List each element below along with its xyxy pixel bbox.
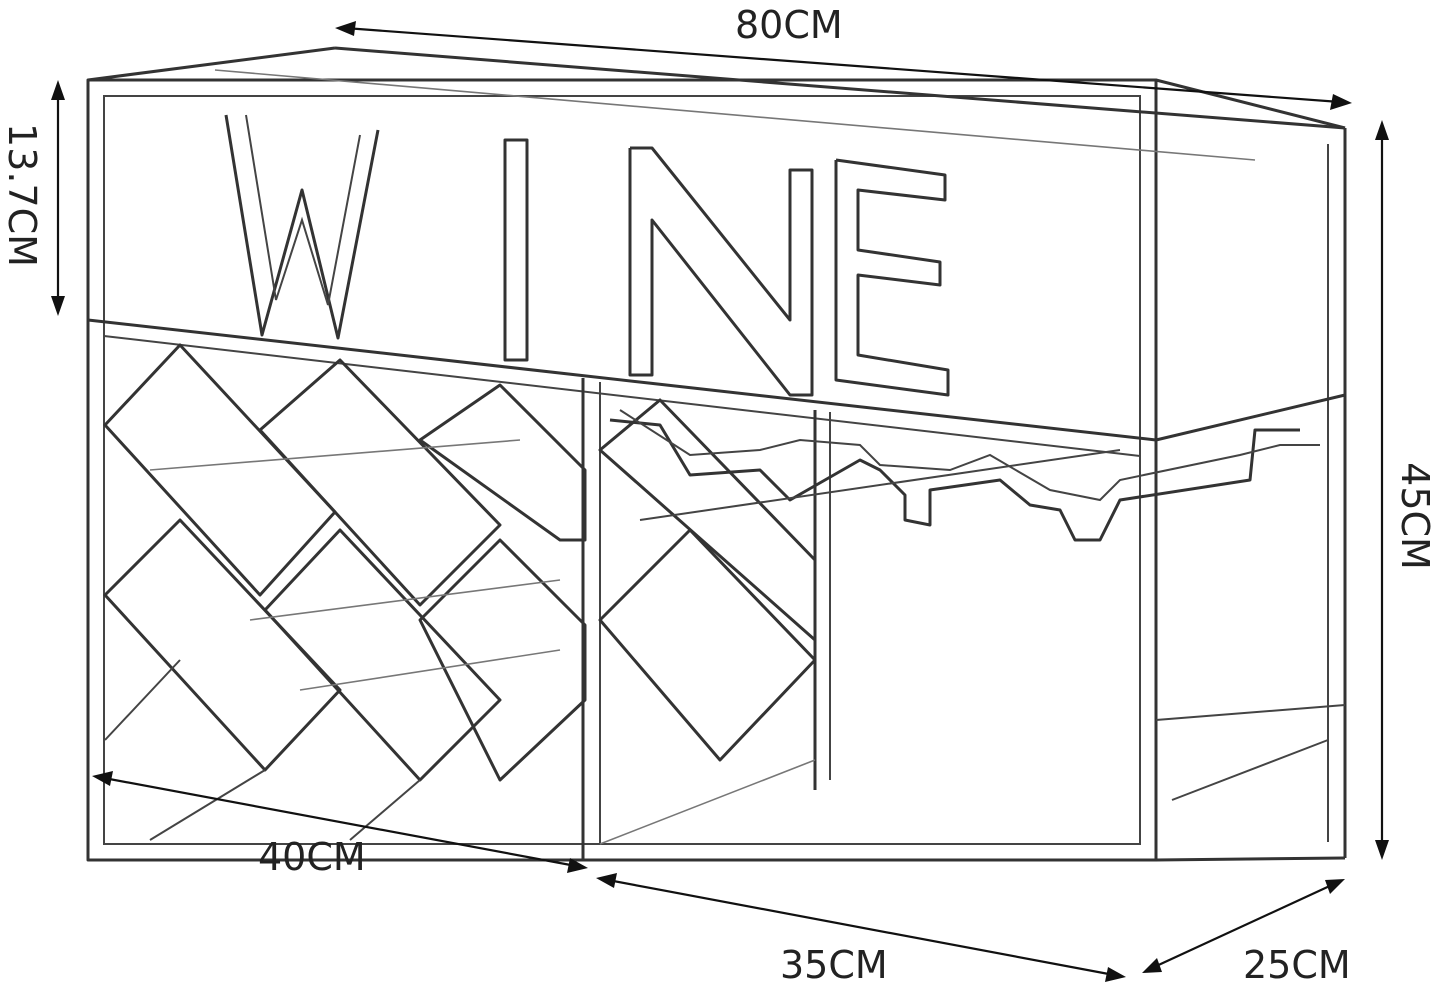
lattice-edge [104,659,181,741]
width-40-arrow-line [103,776,577,868]
arrowhead [92,771,113,786]
arrowhead [1375,840,1389,860]
hanger-crossbar [639,449,1121,521]
dimension-arrows [51,21,1389,982]
top-shelf-divider [87,318,1157,442]
bottom-shelf-edge [599,759,816,845]
wine-letters [224,114,950,397]
arrowhead [1330,94,1352,110]
mid-right-depth-edge [1155,393,1346,442]
arrowhead [1142,958,1162,973]
top-back-edge [334,46,1346,130]
lower-right-brace [1171,739,1329,801]
lattice-rod [249,579,561,621]
arrowhead [567,858,588,873]
letter-n [628,146,814,397]
lattice-cell [598,398,817,642]
bottle-lattice [103,343,817,841]
lattice-rod [149,439,521,471]
lattice-rod [299,649,561,691]
arrowhead [51,80,65,100]
top-left-depth-edge [87,46,336,82]
front-frame [86,78,1158,862]
glass-hangers [609,409,1320,542]
lattice-cell [258,358,502,607]
lattice-cell [103,343,337,597]
top-shelf-divider-inner [103,335,1141,457]
arrowhead [596,873,617,888]
lower-right-depth-edge [1155,704,1346,721]
depth-25-arrow-line [1151,883,1335,969]
letter-w-inner [245,114,361,306]
arrowhead [1325,879,1345,894]
front-outer-border [86,78,1158,862]
dimension-label-top-section-height: 13.7CM [0,123,44,267]
arrowhead [335,21,356,36]
depth-frame [87,46,1347,862]
letter-i [503,138,529,362]
lattice-cell [263,528,502,782]
letter-w [224,114,380,340]
dimension-label-total-height: 45CM [1393,462,1437,570]
arrowhead [1375,120,1389,140]
lattice-cell [418,383,587,542]
width-80-arrow-line [344,26,1341,104]
lattice-cell [103,518,342,772]
width-35-arrow-line [607,878,1115,977]
lattice-edge [149,769,266,841]
dimension-label-total-width: 80CM [735,3,843,47]
bottom-right-depth-edge [1155,856,1346,862]
hanger-rail-front [609,418,1300,542]
dimension-label-right-width: 35CM [780,943,888,987]
hanger-rail-back [619,409,1320,502]
lattice-edge [349,779,421,841]
lattice-cell [598,528,817,762]
lattice-cell [418,538,587,782]
letter-e [834,158,950,397]
front-inner-border [103,95,1141,845]
top-right-depth-edge [1155,78,1346,130]
arrowhead [51,296,65,316]
top-back-inner-edge [214,69,1256,161]
dimension-label-depth: 25CM [1243,943,1351,987]
dimension-label-left-width: 40CM [258,835,366,879]
arrowhead [1105,967,1126,982]
